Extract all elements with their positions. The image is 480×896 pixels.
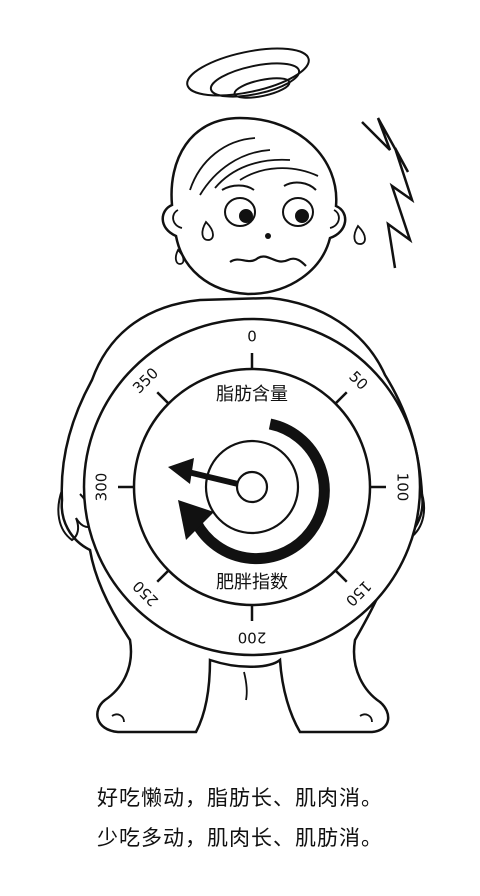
dial-bottom-label: 肥胖指数 xyxy=(216,572,288,593)
dial-tick-50 xyxy=(334,391,348,405)
dial-tick-350 xyxy=(156,391,170,405)
fat-gauge-dial: 0 50 100 150 200 250 300 350 脂肪含量 肥胖指数 xyxy=(82,317,422,657)
worried-mouth xyxy=(229,255,307,267)
nose xyxy=(265,233,271,239)
dizzy-swirl-icon xyxy=(186,47,310,99)
dial-tick-250 xyxy=(156,569,170,583)
zigzag-stress-icon xyxy=(361,117,415,269)
caption-line-2: 少吃多动，肌肉长、肌肪消。 xyxy=(97,826,383,850)
needle-arrow-icon xyxy=(168,458,239,487)
tick-label-200: 200 xyxy=(238,629,267,647)
clockwise-rotation-arrow-icon xyxy=(178,418,330,565)
tick-label-100: 100 xyxy=(394,473,412,502)
sweat-drop-icon xyxy=(174,220,366,265)
left-ear xyxy=(172,209,183,229)
tick-label-0: 0 xyxy=(247,328,257,346)
dial-tick-150 xyxy=(334,569,348,583)
dial-top-label: 脂肪含量 xyxy=(216,384,288,405)
caption-line-1: 好吃懒动，脂肪长、肌肉消。 xyxy=(97,786,383,810)
eyes xyxy=(221,181,317,227)
dial-tick-marks xyxy=(118,353,386,621)
tick-label-300: 300 xyxy=(93,473,111,502)
right-ear xyxy=(329,209,340,229)
feet xyxy=(111,671,373,723)
fat-gauge-illustration: 0 50 100 150 200 250 300 350 脂肪含量 肥胖指数 xyxy=(57,47,426,734)
dial-hub xyxy=(235,470,269,504)
hair xyxy=(189,137,319,196)
